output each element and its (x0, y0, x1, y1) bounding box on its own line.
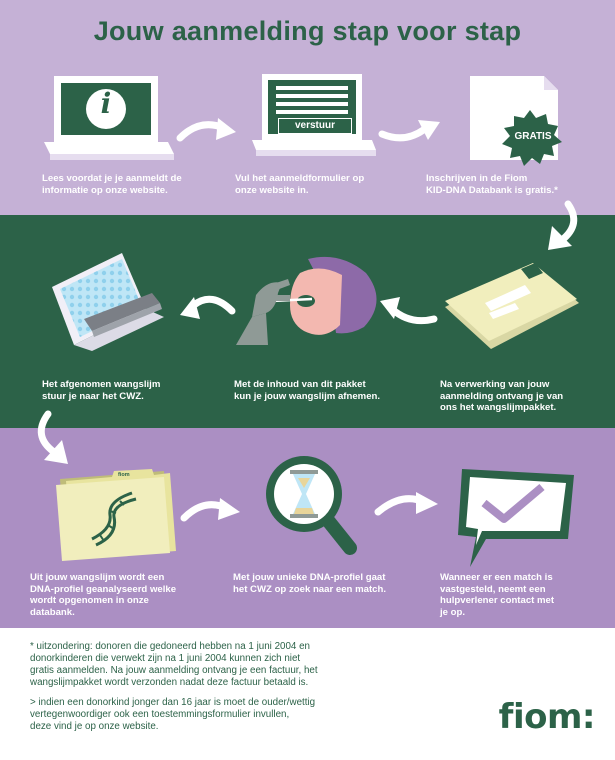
document-free-icon (470, 76, 562, 166)
arrow-right-icon (378, 120, 440, 142)
footnote-exception: * uitzondering: donoren die gedoneerd he… (30, 641, 318, 688)
person-swab-icon (236, 256, 377, 345)
step-6-text: Het afgenomen wangslijm stuur je naar he… (42, 379, 161, 402)
arrow-down-icon (548, 200, 578, 250)
envelope-icon (445, 263, 579, 349)
step-5-text: Met de inhoud van dit pakket kun je jouw… (234, 379, 381, 402)
speech-bubble-check-icon (458, 469, 574, 567)
laptop-info-icon (44, 76, 174, 160)
folder-dna-icon (56, 469, 176, 561)
arrow-right-icon (374, 492, 438, 516)
step-3-text: Inschrijven in de Fiom KID-DNA Databank … (426, 173, 558, 196)
folder-tab-label: fiom (118, 472, 130, 478)
arrow-down-icon (37, 410, 68, 464)
arrow-left-icon (380, 297, 438, 325)
footnote-consent: > indien een donorkind jonger dan 16 jaa… (30, 697, 316, 732)
package-box-icon (52, 253, 164, 351)
info-glyph: i (100, 87, 112, 120)
step-4-text: Na verwerking van jouw aanmelding ontvan… (440, 379, 564, 413)
step-2-text: Vul het aanmeldformulier op onze website… (235, 173, 365, 196)
step-7-text: Uit jouw wangslijm wordt een DNA-profiel… (30, 572, 177, 618)
arrow-left-icon (180, 295, 236, 319)
fiom-logo: fiom: (498, 697, 596, 737)
step-9-text: Wanneer er een match is vastgesteld, nee… (440, 572, 555, 618)
submit-button-label: verstuur (278, 118, 352, 134)
magnifier-hourglass-icon (266, 456, 357, 555)
laptop-form-icon (252, 74, 376, 156)
page-title: Jouw aanmelding stap voor stap (93, 16, 522, 46)
step-8-text: Met jouw unieke DNA-profiel gaat het CWZ… (233, 572, 386, 595)
free-badge-label: GRATIS (514, 131, 552, 142)
arrow-right-icon (180, 498, 240, 522)
arrow-right-icon (176, 118, 236, 142)
step-1-text: Lees voordat je je aanmeldt de informati… (42, 173, 182, 196)
